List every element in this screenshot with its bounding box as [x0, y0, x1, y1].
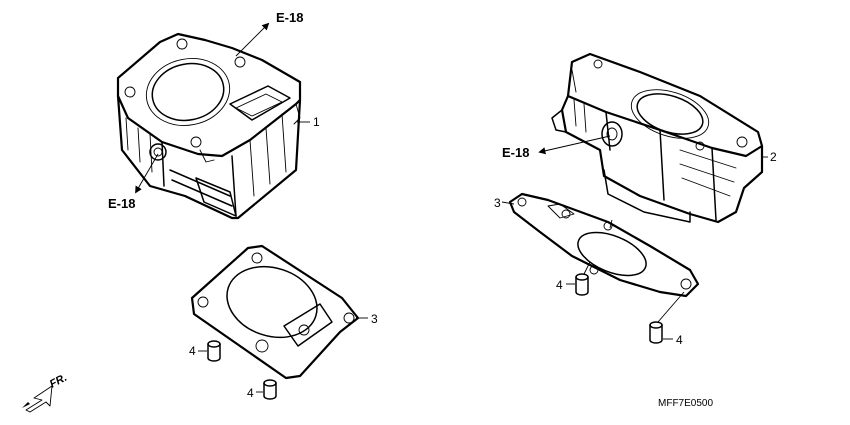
ref-arrow-rear: [538, 135, 611, 155]
dowel-rear-right[interactable]: [649, 321, 663, 344]
diagram-code: MFF7E0500: [658, 398, 713, 409]
ref-rear[interactable]: E-18: [502, 145, 529, 160]
callout-1[interactable]: 1: [313, 115, 320, 129]
dowel-front-upper[interactable]: [207, 340, 221, 362]
callout-3-rear[interactable]: 3: [494, 196, 501, 210]
front-gasket[interactable]: [190, 244, 360, 380]
callout-3-front[interactable]: 3: [371, 312, 378, 326]
rear-gasket[interactable]: [508, 192, 700, 298]
dowel-front-lower[interactable]: [263, 379, 277, 400]
callout-4-rear-left[interactable]: 4: [556, 278, 563, 292]
callout-4-rear-right[interactable]: 4: [676, 333, 683, 347]
ref-front-top[interactable]: E-18: [276, 10, 303, 25]
callout-4-front-lower[interactable]: 4: [247, 386, 254, 400]
leader-rear-dowel-right-up: [657, 291, 685, 323]
direction-label: FR.: [48, 372, 69, 391]
rear-cylinder[interactable]: [551, 52, 764, 224]
ref-front-bottom[interactable]: E-18: [108, 196, 135, 211]
callout-4-front-upper[interactable]: 4: [189, 344, 196, 358]
leader-3-rear: [501, 201, 515, 205]
ref-arrow-front-top: [235, 22, 270, 57]
forward-direction-arrow-icon: [22, 385, 53, 413]
leader-rear-gasket-hole: [609, 219, 613, 229]
front-cylinder[interactable]: [116, 32, 302, 220]
leader-rear-dowel-left-up: [583, 261, 591, 275]
dowel-rear-left[interactable]: [575, 273, 589, 296]
ref-arrow-front-bottom: [135, 153, 159, 194]
callout-2[interactable]: 2: [770, 150, 777, 164]
